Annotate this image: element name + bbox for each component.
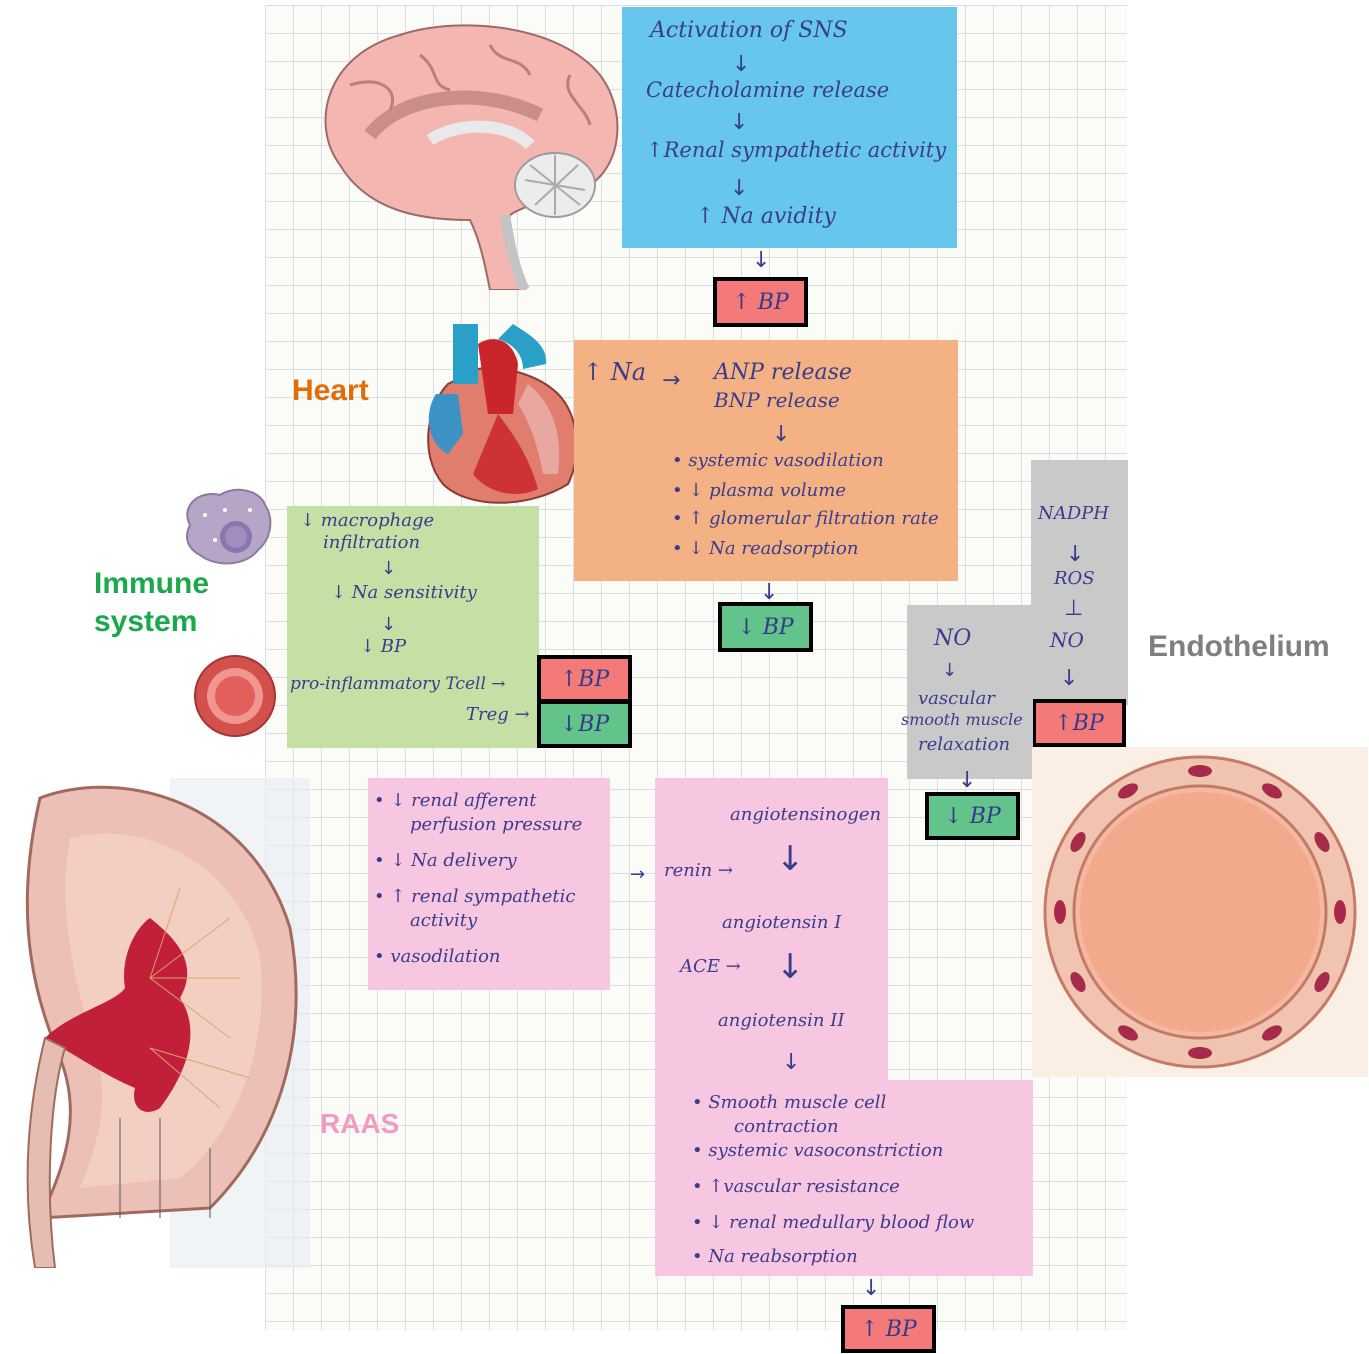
- kidney-illustration: [0, 778, 310, 1268]
- right-arrow: →: [662, 370, 680, 392]
- raas-right-bullet-2: • systemic vasoconstriction: [692, 1142, 943, 1160]
- raas-left-bullet-1b: perfusion pressure: [410, 816, 582, 834]
- heart-label: Heart: [292, 372, 369, 410]
- brain-illustration: [310, 15, 630, 290]
- endo-ros: ROS: [1054, 570, 1095, 588]
- down-arrow: ↓: [381, 616, 396, 634]
- immune-line-3: ↓ Na sensitivity: [331, 584, 477, 602]
- down-arrow: ↓: [752, 250, 770, 272]
- down-arrow: ↓: [958, 770, 976, 792]
- raas-right-bullet-3: • ↑vascular resistance: [692, 1178, 900, 1196]
- down-arrow: ↓: [776, 950, 805, 984]
- immune-label-line-2: system: [94, 605, 197, 638]
- macrophage-icon: [180, 485, 275, 570]
- bp-increase-box: ↑BP: [537, 655, 632, 703]
- down-arrow: ↓: [1066, 544, 1084, 566]
- endo-no-left: NO: [934, 628, 971, 650]
- sns-line-3: ↑Renal sympathetic activity: [646, 140, 946, 161]
- raas-angiotensin-1: angiotensin I: [722, 914, 841, 932]
- raas-left-bullet-1a: • ↓ renal afferent: [374, 792, 536, 810]
- raas-left-bullet-2: • ↓ Na delivery: [374, 852, 517, 870]
- endothelium-label: Endothelium: [1148, 628, 1330, 666]
- heart-bullet-1: • systemic vasodilation: [672, 452, 884, 470]
- blood-vessel-cross-section: [1032, 747, 1368, 1077]
- endo-vascular-2: smooth muscle: [901, 712, 1023, 728]
- down-arrow: ↓: [381, 560, 396, 578]
- bp-decrease-box: ↓BP: [537, 700, 632, 748]
- raas-renin: renin →: [664, 862, 733, 880]
- endo-vascular-1: vascular: [918, 690, 995, 708]
- down-arrow: ↓: [760, 582, 778, 604]
- raas-label: RAAS: [320, 1106, 399, 1141]
- bp-decrease-box: ↓ BP: [925, 792, 1020, 840]
- raas-right-bullet-5: • Na reabsorption: [692, 1248, 858, 1266]
- right-arrow: →: [630, 866, 645, 884]
- endo-nadph: NADPH: [1038, 505, 1109, 523]
- sns-line-4: ↑ Na avidity: [696, 206, 836, 228]
- bp-decrease-box: ↓ BP: [718, 602, 813, 652]
- inhibit-symbol: ⊥: [1064, 598, 1083, 620]
- down-arrow: ↓: [772, 424, 790, 446]
- down-arrow: ↓: [782, 1052, 800, 1074]
- heart-bullet-3: • ↑ glomerular filtration rate: [672, 510, 939, 528]
- sns-line-1: Activation of SNS: [650, 20, 848, 42]
- heart-bullet-4: • ↓ Na readsorption: [672, 540, 858, 558]
- immune-line-2: infiltration: [323, 534, 420, 552]
- down-arrow: ↓: [730, 178, 748, 200]
- bp-increase-box: ↑BP: [1032, 699, 1126, 747]
- down-arrow: ↓: [942, 662, 957, 680]
- heart-anp: ANP release: [714, 362, 852, 384]
- heart-illustration: [418, 324, 580, 514]
- endo-vascular-3: relaxation: [918, 736, 1010, 754]
- down-arrow: ↓: [1060, 668, 1078, 690]
- immune-label-line-1: Immune: [94, 567, 209, 600]
- raas-ace: ACE →: [680, 958, 741, 976]
- heart-bnp: BNP release: [714, 390, 840, 410]
- raas-right-bullet-1b: contraction: [734, 1118, 839, 1136]
- raas-right-bullet-1a: • Smooth muscle cell: [692, 1094, 886, 1112]
- t-cell-icon: [192, 653, 278, 739]
- immune-line-4: ↓ BP: [360, 638, 406, 656]
- raas-left-bullet-3b: activity: [410, 912, 477, 930]
- heart-bullet-2: • ↓ plasma volume: [672, 482, 846, 500]
- bp-increase-box: ↑ BP: [841, 1305, 936, 1353]
- immune-line-6: Treg →: [466, 706, 530, 724]
- immune-line-1: ↓ macrophage: [300, 512, 434, 530]
- down-arrow: ↓: [732, 54, 750, 76]
- down-arrow: ↓: [776, 842, 805, 876]
- raas-angiotensinogen: angiotensinogen: [730, 806, 881, 824]
- down-arrow: ↓: [862, 1278, 880, 1300]
- raas-left-bullet-4: • vasodilation: [374, 948, 501, 966]
- raas-right-bullet-4: • ↓ renal medullary blood flow: [692, 1214, 974, 1232]
- raas-left-bullet-3a: • ↑ renal sympathetic: [374, 888, 575, 906]
- bp-increase-box: ↑ BP: [713, 277, 808, 327]
- heart-na: ↑ Na: [583, 360, 646, 384]
- sns-line-2: Catecholamine release: [646, 80, 889, 101]
- immune-label: Immune system: [94, 565, 209, 640]
- down-arrow: ↓: [730, 112, 748, 134]
- endo-no-right: NO: [1050, 630, 1084, 650]
- raas-angiotensin-2: angiotensin II: [718, 1012, 844, 1030]
- immune-line-5: pro-inflammatory Tcell →: [290, 676, 506, 693]
